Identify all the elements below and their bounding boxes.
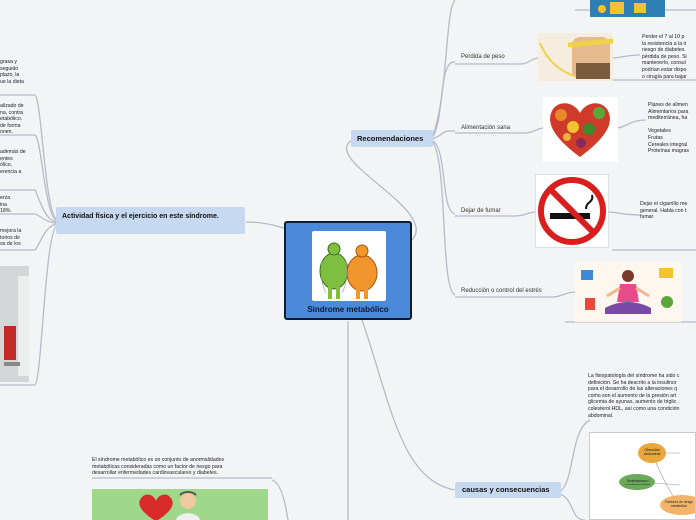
branch-quit-smoking[interactable]: Dejar de fumar <box>461 208 501 214</box>
link-central-recommendations <box>345 139 417 241</box>
flow-node-obesity <box>638 443 666 463</box>
link-rec-smoke <box>431 139 456 215</box>
note-left-1: grasa y seguido plazo, la ue la dieta <box>0 59 24 85</box>
topic-activity[interactable]: Actividad física y el ejercicio en este … <box>56 207 245 234</box>
flow-node-risk <box>660 495 695 515</box>
link-causes-flow <box>559 493 586 520</box>
link-rec-food <box>431 130 456 140</box>
flow-node-sedentary-label: Sedentarismo / inactividad física <box>625 479 651 485</box>
vegetable-heart-photo <box>543 97 618 162</box>
link-rec-top <box>431 0 456 138</box>
link-central-activity <box>245 221 285 229</box>
exercise-icons-illustration <box>590 0 665 17</box>
metabolic-risk-flowchart: Obesidad abdominal Sedentarismo / inacti… <box>589 432 696 520</box>
topic-causes[interactable]: causas y consecuencias <box>455 482 561 498</box>
note-weight-loss: Perder el 7 al 10 p la resistencia a la … <box>642 34 687 80</box>
meditating-woman-illustration <box>575 262 681 322</box>
flow-node-risk-label: Factores de riesgo metabólico <box>664 500 694 509</box>
note-left-2: alizado de na, contra etabólico. de form… <box>0 103 24 136</box>
link-causes-text <box>559 419 591 493</box>
note-left-5: mejora la torios de os de los <box>0 228 22 248</box>
measuring-tape-waist-photo <box>538 33 613 81</box>
note-pathophysiology: La fisiopatología del síndrome ha sido c… <box>588 373 680 419</box>
no-smoking-sign <box>535 174 609 248</box>
note-definition: El síndrome metabólico es un conjunto de… <box>92 457 225 477</box>
branch-weight-loss[interactable]: Pérdida de peso <box>461 54 505 60</box>
link-rec-stress <box>431 140 456 296</box>
heart-doctor-illustration <box>92 489 268 520</box>
branch-stress[interactable]: Reducción o control del estrés <box>461 288 542 294</box>
topic-recommendations[interactable]: Recomendaciones <box>351 130 433 147</box>
central-topic[interactable]: Sindrome metabólico <box>284 221 412 320</box>
flow-node-obesity-label: Obesidad abdominal <box>643 448 661 457</box>
room-photo <box>0 266 29 382</box>
flow-node-sedentary <box>619 474 655 490</box>
note-smoking: Dejar el cigarrillo me general. Habla co… <box>640 201 688 221</box>
central-title: Sindrome metabólico <box>307 305 389 314</box>
obese-figures-illustration <box>312 231 386 301</box>
link-central-causes <box>361 319 456 491</box>
branch-healthy-food[interactable]: Alimentación sana <box>461 125 511 131</box>
note-left-4: erza ina 18%. <box>0 195 12 215</box>
note-diet: Planes de alimen Alimentarios para medit… <box>648 102 689 155</box>
note-left-3: además de entes ólico, erencia a <box>0 149 26 175</box>
